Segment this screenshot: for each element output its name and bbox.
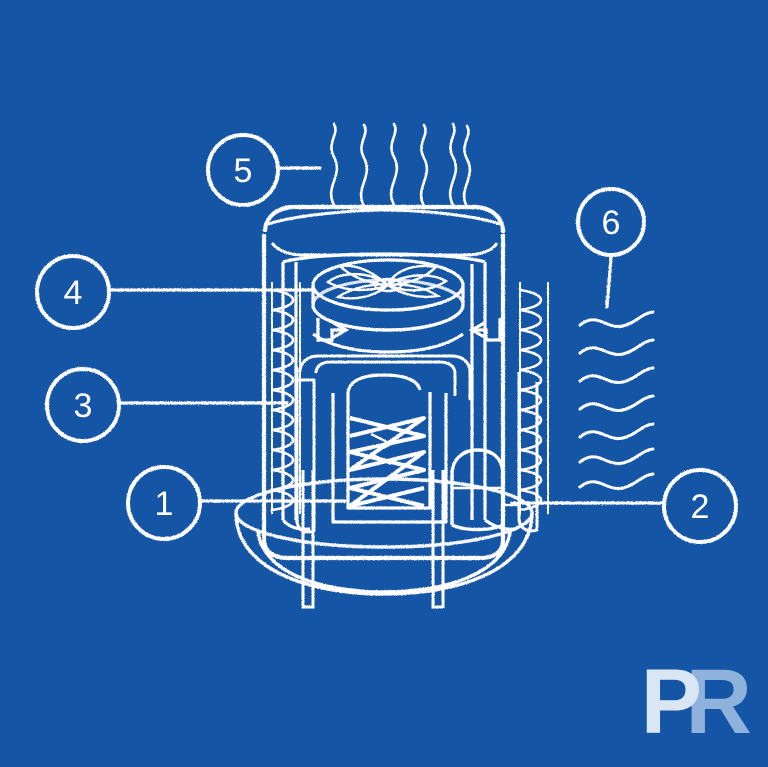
fan-blade — [387, 283, 442, 299]
fan-mount-right-arrow — [468, 320, 487, 340]
callout-2-label: 2 — [691, 488, 710, 526]
leg-right — [431, 470, 445, 609]
callout-4[interactable]: 4 — [35, 254, 111, 330]
steam-wisp — [448, 122, 458, 207]
duct-right-foot — [484, 518, 517, 531]
logo-letter-p: P — [641, 651, 702, 753]
fan-blade — [387, 274, 449, 292]
heating-element-assembly — [331, 373, 448, 524]
fan-mount-left — [316, 318, 346, 342]
callout-3-circle[interactable] — [45, 367, 121, 443]
steam-wisp — [389, 122, 399, 207]
callouts-group: 5 4 3 1 2 6 — [35, 133, 738, 544]
callout-1-circle[interactable] — [126, 465, 202, 541]
cabinet-lid-highlight — [267, 208, 501, 226]
pipe-right-return — [517, 372, 539, 533]
airflow-wave — [578, 310, 655, 329]
callout-3-label: 3 — [74, 387, 93, 425]
element-cap — [346, 373, 422, 393]
callout-2-circle[interactable] — [662, 468, 738, 544]
fan-mount-left-arrow — [331, 320, 350, 340]
airflow-wave — [578, 338, 655, 357]
evaporator-coil-left — [271, 282, 301, 514]
steam-wisp — [419, 123, 429, 208]
callout-1-label: 1 — [155, 485, 174, 523]
callout-3[interactable]: 3 — [45, 367, 121, 443]
compressor-base — [451, 523, 504, 532]
airflow-wave — [578, 422, 655, 441]
fan-hub — [373, 277, 403, 293]
compressor — [450, 448, 518, 532]
fan-mount-right — [472, 318, 502, 342]
airflow-wave — [578, 447, 655, 466]
duct-left-foot — [281, 518, 311, 531]
duct-top-bridge — [282, 252, 486, 264]
airflow-wave — [578, 394, 655, 413]
callout-1[interactable]: 1 — [126, 465, 202, 541]
condenser-coil-right — [519, 282, 549, 514]
fan-blade — [386, 264, 439, 287]
fan-assembly — [311, 258, 502, 354]
callout-5-circle[interactable] — [206, 133, 280, 207]
element-zigzag-core — [369, 432, 393, 466]
refrigerant-piping — [295, 354, 539, 534]
callout-4-label: 4 — [64, 274, 83, 312]
leg-left — [301, 470, 315, 609]
pipe-top-crossover — [298, 354, 472, 400]
plinth-inner-skirt — [256, 530, 512, 594]
coil-spring-right — [519, 288, 543, 512]
element-housing-outer — [331, 393, 448, 524]
plinth-outer-skirt — [234, 512, 534, 596]
steam-plume-group — [329, 122, 472, 209]
fan-blade — [325, 272, 389, 292]
callout-6-label: 6 — [602, 204, 621, 242]
fan-blade — [337, 264, 389, 287]
coil-spring-left — [271, 288, 295, 512]
steam-wisp — [462, 124, 472, 209]
callout-6-circle[interactable] — [576, 187, 646, 257]
callout-5-label: 5 — [234, 152, 253, 190]
fan-skirt — [312, 332, 464, 354]
airflow-wave — [578, 472, 655, 491]
steam-wisp — [359, 123, 369, 208]
cabinet-shell — [261, 204, 506, 561]
logo-letter-r: R — [686, 651, 752, 753]
steam-wisp — [329, 122, 339, 207]
fan-blade — [334, 283, 389, 300]
airflow-wave — [578, 366, 655, 385]
logo: R P — [641, 651, 752, 753]
bottom-legs — [301, 470, 445, 609]
callout-6[interactable]: 6 — [576, 187, 646, 257]
fan-blades — [325, 264, 449, 300]
pipe-top-crossover-inner — [314, 360, 457, 396]
leader-6 — [605, 256, 613, 309]
element-housing-inner — [346, 392, 432, 510]
airflow-waves-group — [578, 310, 655, 491]
callout-2[interactable]: 2 — [662, 468, 738, 544]
callout-5[interactable]: 5 — [206, 133, 280, 207]
cabinet-bottom — [261, 539, 506, 561]
cabinet-top-cap — [262, 204, 506, 235]
pipe-left-return — [295, 367, 316, 534]
callout-4-circle[interactable] — [35, 254, 111, 330]
compressor-body — [450, 448, 505, 525]
